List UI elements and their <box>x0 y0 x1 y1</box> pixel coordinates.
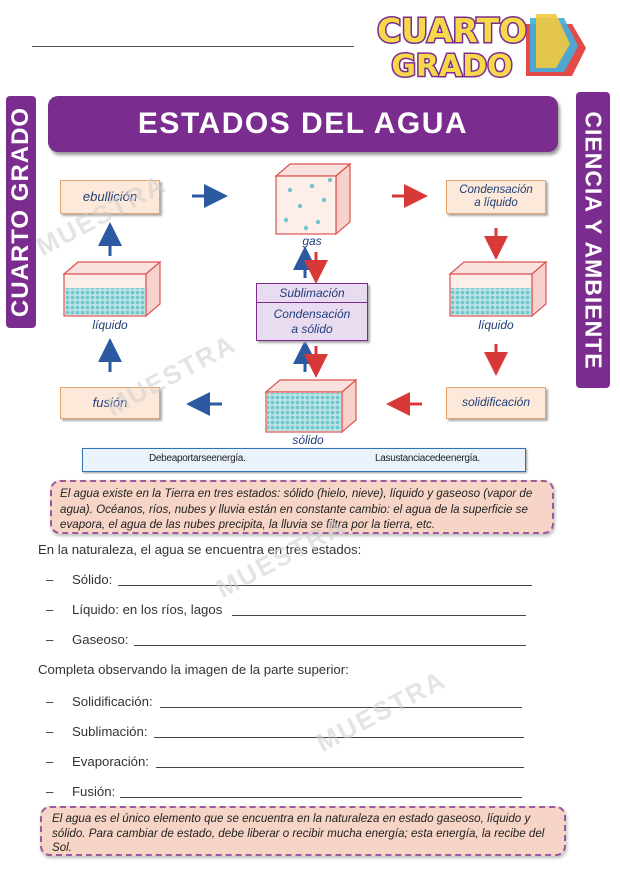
answer-line-fusion[interactable] <box>120 797 522 798</box>
ebullicion-box: ebullición <box>60 180 160 214</box>
legend-blue-text: Lasustanciacedeenergía. <box>375 453 480 464</box>
side-band-right: CIENCIA Y AMBIENTE <box>576 92 610 388</box>
dash: – <box>46 724 54 739</box>
dash: – <box>46 694 54 709</box>
gas-cube <box>274 162 352 236</box>
gas-label: gas <box>302 234 322 248</box>
info-box-2: El agua es el único elemento que se encu… <box>40 806 566 856</box>
legend-red-text: Debeaportarseenergía. <box>149 453 246 464</box>
page-title: ESTADOS DEL AGUA <box>48 96 558 152</box>
dash: – <box>46 632 54 647</box>
answer-line-liquido[interactable] <box>232 615 526 616</box>
liquido-label-left: líquido <box>92 318 128 332</box>
item-liquido: Líquido: en los ríos, lagos <box>72 602 223 617</box>
logo-line1: CUARTO <box>377 11 527 50</box>
solidificacion-box: solidificación <box>446 387 546 419</box>
solido-label: sólido <box>292 433 324 447</box>
answer-line-evaporacion[interactable] <box>156 767 524 768</box>
section1-intro: En la naturaleza, el agua se encuentra e… <box>38 542 362 557</box>
legend: Debeaportarseenergía. Lasustanciacedeene… <box>82 448 526 472</box>
dash: – <box>46 754 54 769</box>
answer-line-sublimacion[interactable] <box>154 737 524 738</box>
liquid-cube-left <box>62 260 162 318</box>
info-box-1: El agua existe en la Tierra en tres esta… <box>50 480 554 534</box>
dash: – <box>46 602 54 617</box>
section2-intro: Completa observando la imagen de la part… <box>38 662 349 677</box>
fusion-box: fusión <box>60 387 160 419</box>
solid-cube <box>264 378 358 434</box>
cuarto-grado-logo: CUARTO GRADO <box>350 6 590 86</box>
name-line <box>32 46 354 47</box>
dash: – <box>46 784 54 799</box>
item-evaporacion: Evaporación: <box>72 754 149 769</box>
item-gaseoso: Gaseoso: <box>72 632 129 647</box>
answer-line-gaseoso[interactable] <box>134 645 526 646</box>
liquid-cube-right <box>448 260 548 318</box>
liquido-label-right: líquido <box>478 318 514 332</box>
watermark: MUESTRA <box>311 664 452 758</box>
side-band-left: CUARTO GRADO <box>6 96 36 328</box>
item-sublimacion: Sublimación: <box>72 724 148 739</box>
item-solidificacion: Solidificación: <box>72 694 153 709</box>
logo-line2: GRADO <box>391 49 512 84</box>
states-diagram <box>62 162 548 472</box>
item-solido: Sólido: <box>72 572 113 587</box>
answer-line-solidificacion[interactable] <box>160 707 522 708</box>
answer-line-solido[interactable] <box>118 585 532 586</box>
dash: – <box>46 572 54 587</box>
item-fusion: Fusión: <box>72 784 116 799</box>
